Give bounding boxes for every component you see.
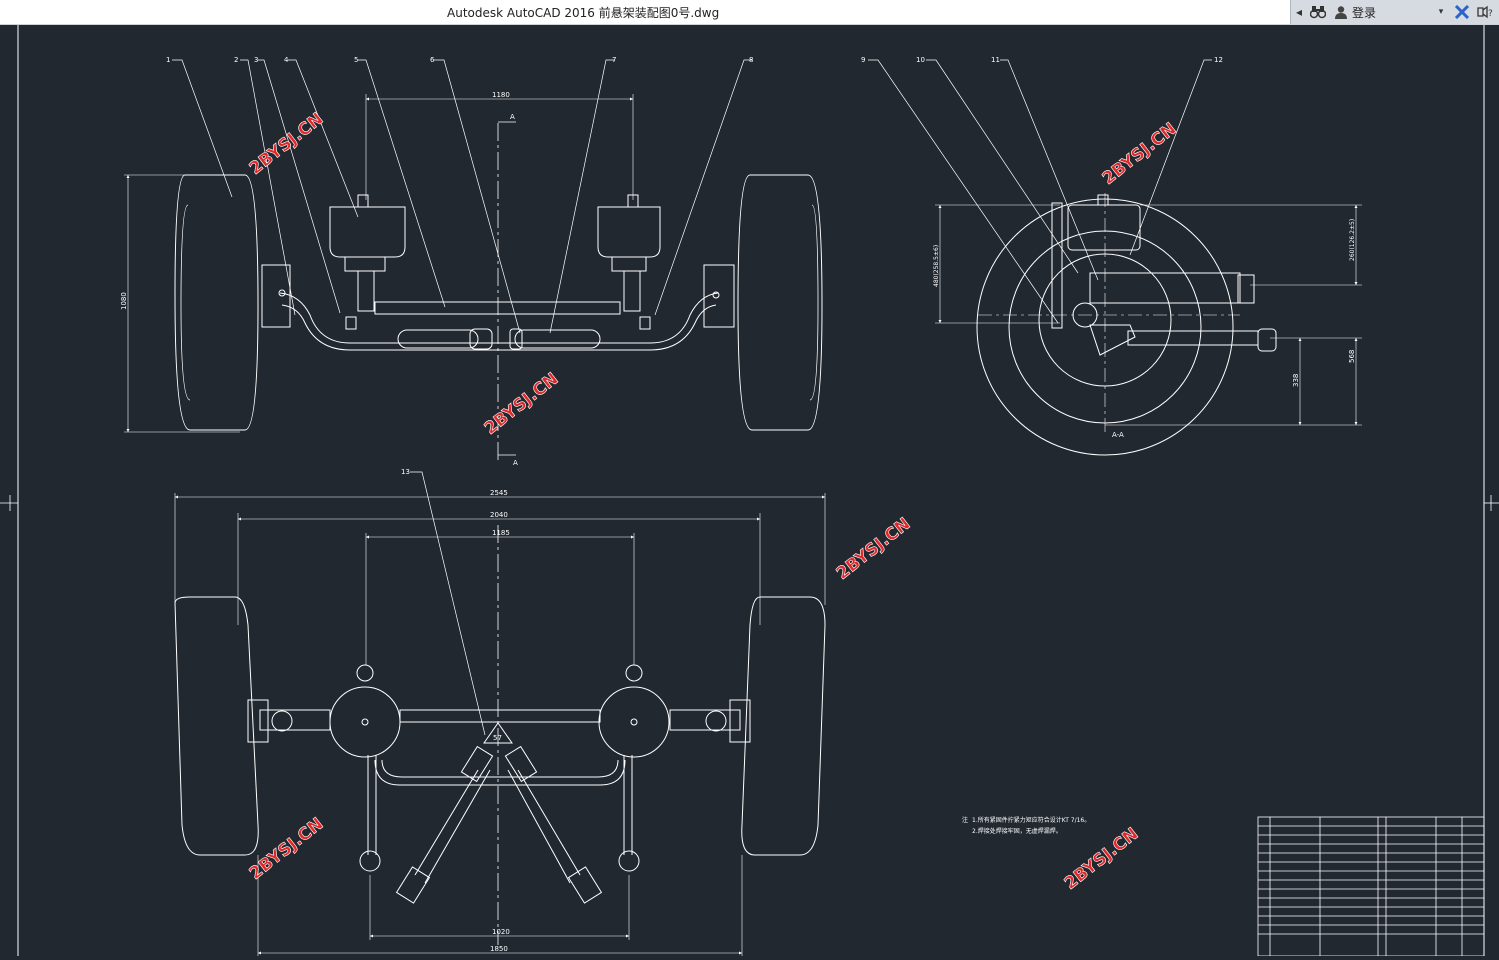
balloon-12: 12 bbox=[1214, 56, 1223, 64]
chevron-down-icon[interactable]: ▾ bbox=[1438, 7, 1444, 17]
window-title: Autodesk AutoCAD 2016 前悬架装配图0号.dwg bbox=[447, 6, 720, 20]
cad-drawing[interactable]: 1 2 3 4 5 6 7 8 9 10 11 12 13 1180 1080 … bbox=[0, 25, 1499, 957]
title-block bbox=[1257, 816, 1485, 957]
balloon-5: 5 bbox=[354, 56, 358, 64]
notes-line-2: 2.焊接处焊接牢固，无虚焊漏焊。 bbox=[972, 827, 1062, 835]
balloon-13: 13 bbox=[401, 468, 410, 476]
title-bar: Autodesk AutoCAD 2016 前悬架装配图0号.dwg ◂ 登录 … bbox=[0, 0, 1499, 25]
balloon-7: 7 bbox=[612, 56, 616, 64]
dim-plan-inner: 1185 bbox=[492, 529, 510, 537]
left-tire bbox=[174, 174, 259, 431]
section-view-label: A-A bbox=[1112, 431, 1124, 439]
balloon-8: 8 bbox=[749, 56, 753, 64]
right-air-spring bbox=[597, 206, 661, 258]
dim-plan-track: 2040 bbox=[490, 511, 508, 519]
login-button[interactable]: 登录 bbox=[1352, 6, 1377, 20]
user-icon[interactable] bbox=[1332, 3, 1350, 21]
plan-view bbox=[174, 471, 826, 956]
balloon-3: 3 bbox=[254, 56, 258, 64]
plan-left-tire bbox=[174, 596, 259, 856]
left-air-spring bbox=[329, 206, 406, 258]
right-air-spring-plan bbox=[598, 686, 670, 758]
dim-side-left: 480(258.5±6) bbox=[933, 245, 940, 287]
svg-text:?: ? bbox=[1488, 9, 1493, 19]
binoculars-icon[interactable] bbox=[1308, 3, 1328, 21]
section-mark-top: A bbox=[510, 113, 515, 121]
balloon-1: 1 bbox=[166, 56, 170, 64]
dim-plan-bottom: 1020 bbox=[492, 928, 510, 936]
watermark-4: 2BYSJ.CN bbox=[833, 514, 915, 584]
notes-line-1: 1.所有紧固件拧紧力矩应符合设计KT 7/16。 bbox=[972, 816, 1090, 824]
balloon-11: 11 bbox=[991, 56, 1000, 64]
dim-front-top: 1180 bbox=[492, 91, 510, 99]
notes-prefix: 注 bbox=[962, 816, 968, 824]
section-mark-bottom: A bbox=[513, 459, 518, 467]
right-tire bbox=[737, 174, 823, 431]
help-icon[interactable]: ? bbox=[1475, 3, 1495, 21]
left-air-spring-plan bbox=[329, 686, 401, 758]
axle-beam bbox=[279, 292, 719, 344]
dim-side-right-1: 338 bbox=[1292, 374, 1300, 387]
balloon-10: 10 bbox=[916, 56, 925, 64]
watermark-6: 2BYSJ.CN bbox=[1061, 824, 1143, 894]
dim-plan-bottom2: 1850 bbox=[490, 945, 508, 953]
dim-side-right-top: 260(126.2±5) bbox=[1349, 219, 1356, 261]
watermark-2: 2BYSJ.CN bbox=[481, 369, 563, 439]
exchange-apps-icon[interactable] bbox=[1453, 3, 1471, 21]
tie-rod bbox=[374, 301, 621, 315]
collapse-arrow-icon[interactable]: ◂ bbox=[1295, 5, 1303, 19]
dim-angle: 57 bbox=[493, 734, 502, 742]
plan-right-tire bbox=[741, 596, 826, 856]
balloon-4: 4 bbox=[284, 56, 289, 64]
dim-plan-overall: 2545 bbox=[490, 489, 508, 497]
watermark-1: 2BYSJ.CN bbox=[246, 109, 328, 179]
side-view-aa bbox=[868, 59, 1362, 456]
dim-front-height: 1080 bbox=[120, 292, 128, 310]
infocenter-toolbar: ◂ 登录 ▾ ? bbox=[1290, 0, 1499, 24]
balloon-2: 2 bbox=[234, 56, 238, 64]
front-view bbox=[124, 59, 823, 460]
balloon-9: 9 bbox=[861, 56, 865, 64]
balloon-6: 6 bbox=[430, 56, 435, 64]
dim-side-right-2: 568 bbox=[1348, 350, 1356, 363]
drawing-canvas[interactable]: 1 2 3 4 5 6 7 8 9 10 11 12 13 1180 1080 … bbox=[0, 25, 1499, 957]
